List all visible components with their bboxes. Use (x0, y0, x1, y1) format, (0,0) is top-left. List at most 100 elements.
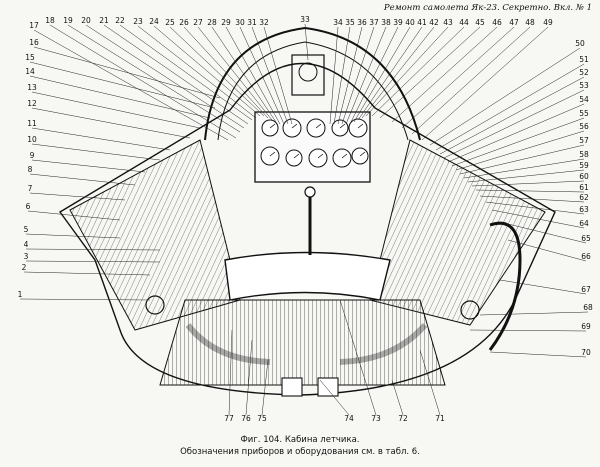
callout-number: 49 (543, 18, 553, 27)
callout-number: 15 (25, 53, 35, 62)
callout-number: 41 (417, 18, 427, 27)
callout-leader-line (463, 158, 585, 179)
callout-leader-line (119, 24, 253, 121)
callout-leader-line (153, 25, 261, 117)
callout-number: 34 (333, 18, 343, 27)
callout-leader-line (25, 233, 121, 239)
callout-leader-line (365, 26, 449, 117)
callout-number: 39 (393, 18, 403, 27)
callout-leader-line (67, 24, 241, 133)
callout-number: 77 (224, 414, 234, 423)
callout-leader-line (429, 47, 581, 146)
callout-number: 46 (492, 18, 502, 27)
callout-number: 17 (29, 21, 39, 30)
callout-number: 14 (25, 67, 35, 76)
callout-leader-line (379, 26, 481, 119)
callout-number: 66 (581, 252, 591, 261)
callout-leader-line (183, 26, 269, 119)
callout-number: 38 (381, 18, 391, 27)
callout-leader-line (507, 239, 587, 262)
callout-leader-line (329, 26, 339, 125)
seat (224, 251, 391, 301)
callout-number: 23 (133, 17, 143, 26)
callout-number: 60 (579, 172, 589, 181)
callout-number: 64 (579, 219, 589, 228)
callout-number: 33 (300, 15, 310, 24)
dial-needle (339, 123, 346, 129)
callout-number: 16 (29, 38, 39, 47)
callout-number: 10 (27, 135, 37, 144)
callout-leader-line (459, 144, 585, 175)
canopy-arch (204, 26, 421, 141)
callout-number: 52 (579, 68, 589, 77)
callout-leader-line (443, 89, 585, 159)
callout-leader-line (19, 298, 151, 301)
callout-leader-line (25, 248, 161, 251)
callout-leader-line (339, 299, 377, 416)
callout-leader-line (29, 61, 216, 109)
callout-number: 44 (459, 18, 469, 27)
callout-number: 7 (28, 184, 33, 193)
callout-number: 59 (579, 161, 589, 170)
dial-needle (293, 153, 300, 159)
callout-leader-line (371, 26, 465, 117)
callout-leader-line (137, 25, 257, 119)
dial-needle (359, 151, 366, 157)
callout-leader-line (33, 29, 229, 141)
callout-number: 32 (259, 18, 269, 27)
callout-leader-line (337, 26, 363, 125)
callout-leader-line (451, 117, 585, 167)
callout-number: 21 (99, 16, 109, 25)
right-side-handle (460, 300, 480, 320)
callout-leader-line (349, 26, 399, 125)
callout-leader-line (479, 195, 585, 203)
callout-leader-line (85, 24, 245, 129)
dial-needle (269, 151, 276, 157)
callout-leader-line (357, 26, 423, 121)
callout-leader-line (345, 26, 387, 125)
gunsight (291, 54, 325, 96)
callout-leader-line (29, 192, 126, 201)
callout-number: 8 (28, 165, 33, 174)
callout-leader-line (31, 127, 171, 151)
callout-leader-line (419, 349, 441, 416)
callout-leader-line (245, 339, 253, 416)
callout-leader-line (31, 159, 146, 173)
right-rudder-pedal (317, 377, 339, 397)
callout-number: 3 (24, 252, 29, 261)
callout-leader-line (447, 103, 585, 163)
callout-number: 74 (344, 414, 354, 423)
callout-number: 50 (575, 39, 585, 48)
callout-leader-line (421, 26, 549, 141)
callout-leader-line (475, 189, 585, 193)
callout-number: 6 (26, 202, 31, 211)
callout-number: 31 (247, 18, 257, 27)
callout-number: 13 (27, 83, 37, 92)
callout-number: 19 (63, 16, 73, 25)
callout-number: 73 (371, 414, 381, 423)
callout-leader-line (439, 76, 585, 155)
callout-number: 25 (165, 18, 175, 27)
callout-number: 63 (579, 205, 589, 214)
callout-number: 36 (357, 18, 367, 27)
callout-leader-line (455, 130, 585, 171)
dial-needle (341, 153, 348, 159)
callout-number: 56 (579, 122, 589, 131)
callout-leader-line (499, 221, 587, 244)
callout-number: 27 (193, 18, 203, 27)
callout-number: 71 (435, 414, 445, 423)
callout-number: 29 (221, 18, 231, 27)
callout-leader-line (263, 26, 293, 125)
callout-number: 76 (241, 414, 251, 423)
callout-number: 47 (509, 18, 519, 27)
callout-leader-line (197, 26, 273, 121)
left-rudder-pedal (281, 377, 303, 397)
callout-leader-line (361, 26, 435, 119)
callout-leader-line (49, 24, 237, 139)
callout-leader-line (499, 279, 587, 295)
callout-leader-line (239, 26, 285, 125)
callout-leader-line (228, 329, 233, 416)
callout-leader-line (103, 24, 249, 125)
